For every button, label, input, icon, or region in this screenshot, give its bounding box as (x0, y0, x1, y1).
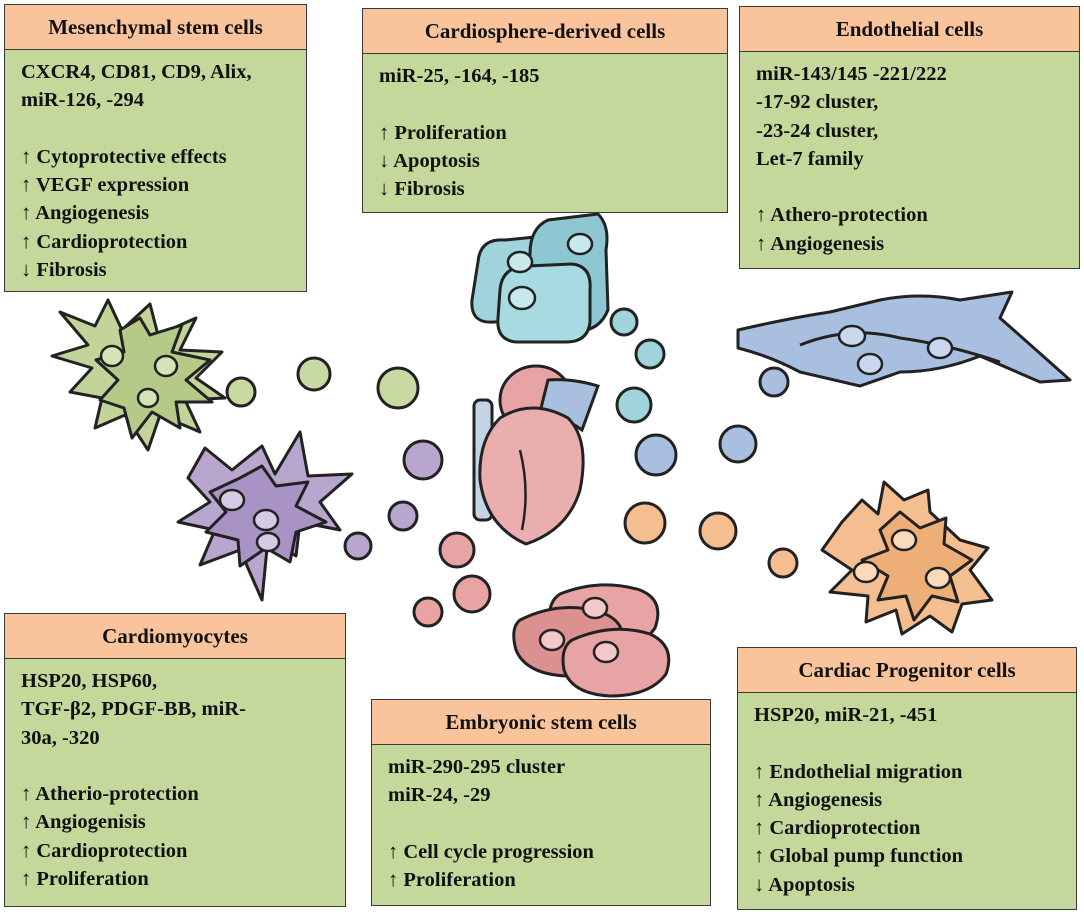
ec-line: -17-92 cluster, (756, 91, 879, 114)
cm-line: ↑ Angiogenisis (21, 811, 146, 834)
msc-line: miR-126, -294 (21, 89, 144, 112)
cm-line: TGF-β2, PDGF-BB, miR- (21, 698, 246, 721)
cardiosphere-derived-cells-icon (470, 212, 610, 344)
cpc-box: Cardiac Progenitor cells HSP20, miR-21, … (737, 647, 1077, 910)
msc-line: ↑ Angiogenesis (21, 202, 150, 225)
cpc-line: ↑ Angiogenesis (754, 788, 883, 811)
cm-line: ↑ Cardioprotection (21, 839, 188, 862)
embryonic-stem-cells-icon (512, 583, 671, 698)
vesicle-spheres (225, 307, 799, 628)
cm-line: 30a, -320 (21, 726, 100, 749)
cdc-line (379, 90, 715, 118)
msc-line (21, 115, 294, 143)
esc-title: Embryonic stem cells (372, 700, 710, 745)
cardiomyocytes-icon (176, 430, 354, 602)
cdc-title: Cardiosphere-derived cells (363, 9, 727, 54)
cdc-line: miR-25, -164, -185 (379, 65, 540, 87)
msc-line: ↓ Fibrosis (21, 259, 107, 282)
msc-line: ↑ Cytoprotective effects (21, 145, 227, 168)
msc-line: ↑ VEGF expression (21, 174, 190, 197)
esc-line: ↑ Cell cycle progression (388, 840, 594, 863)
cm-box: Cardiomyocytes HSP20, HSP60, TGF-β2, PDG… (4, 613, 346, 907)
esc-line: miR-290-295 cluster (388, 756, 566, 778)
cpc-line: HSP20, miR-21, -451 (754, 704, 938, 726)
cm-line: ↑ Atherio-protection (21, 783, 199, 806)
cpc-line: ↑ Endothelial migration (754, 760, 963, 783)
cm-title: Cardiomyocytes (5, 614, 345, 659)
cdc-box: Cardiosphere-derived cells miR-25, -164,… (362, 8, 728, 213)
esc-line: ↑ Proliferation (388, 869, 516, 892)
msc-line: CXCR4, CD81, CD9, Alix, (21, 61, 252, 83)
cdc-line: ↓ Apoptosis (379, 149, 480, 172)
ec-title: Endothelial cells (740, 7, 1079, 52)
ec-line: -23-24 cluster, (756, 119, 879, 142)
cm-line (21, 752, 333, 780)
cpc-line: ↑ Global pump function (754, 845, 964, 868)
cpc-title: Cardiac Progenitor cells (738, 648, 1076, 693)
msc-line: ↑ Cardioprotection (21, 230, 188, 253)
cpc-line: ↓ Apoptosis (754, 873, 855, 896)
cpc-line (754, 729, 1064, 757)
cm-line: HSP20, HSP60, (21, 670, 158, 692)
cpc-line: ↑ Cardioprotection (754, 817, 921, 840)
cdc-line: ↑ Proliferation (379, 121, 507, 144)
ec-line: ↑ Angiogenesis (756, 232, 885, 255)
ec-box: Endothelial cells miR-143/145 -221/222 -… (739, 6, 1080, 269)
esc-line: miR-24, -29 (388, 784, 491, 807)
endothelial-cells-icon (736, 290, 1072, 388)
ec-line: ↑ Athero-protection (756, 204, 928, 227)
heart-icon (472, 364, 600, 546)
cdc-line: ↓ Fibrosis (379, 178, 465, 201)
ec-line: Let-7 family (756, 147, 864, 170)
esc-box: Embryonic stem cells miR-290-295 cluster… (371, 699, 711, 906)
msc-title: Mesenchymal stem cells (5, 5, 306, 50)
ec-line (756, 173, 1067, 201)
msc-box: Mesenchymal stem cells CXCR4, CD81, CD9,… (4, 4, 307, 292)
cardiac-progenitor-cells-icon (820, 480, 994, 636)
ec-line: miR-143/145 -221/222 (756, 63, 947, 85)
esc-line (388, 810, 698, 838)
cm-line: ↑ Proliferation (21, 868, 149, 891)
mesenchymal-stem-cells-icon (50, 298, 227, 452)
